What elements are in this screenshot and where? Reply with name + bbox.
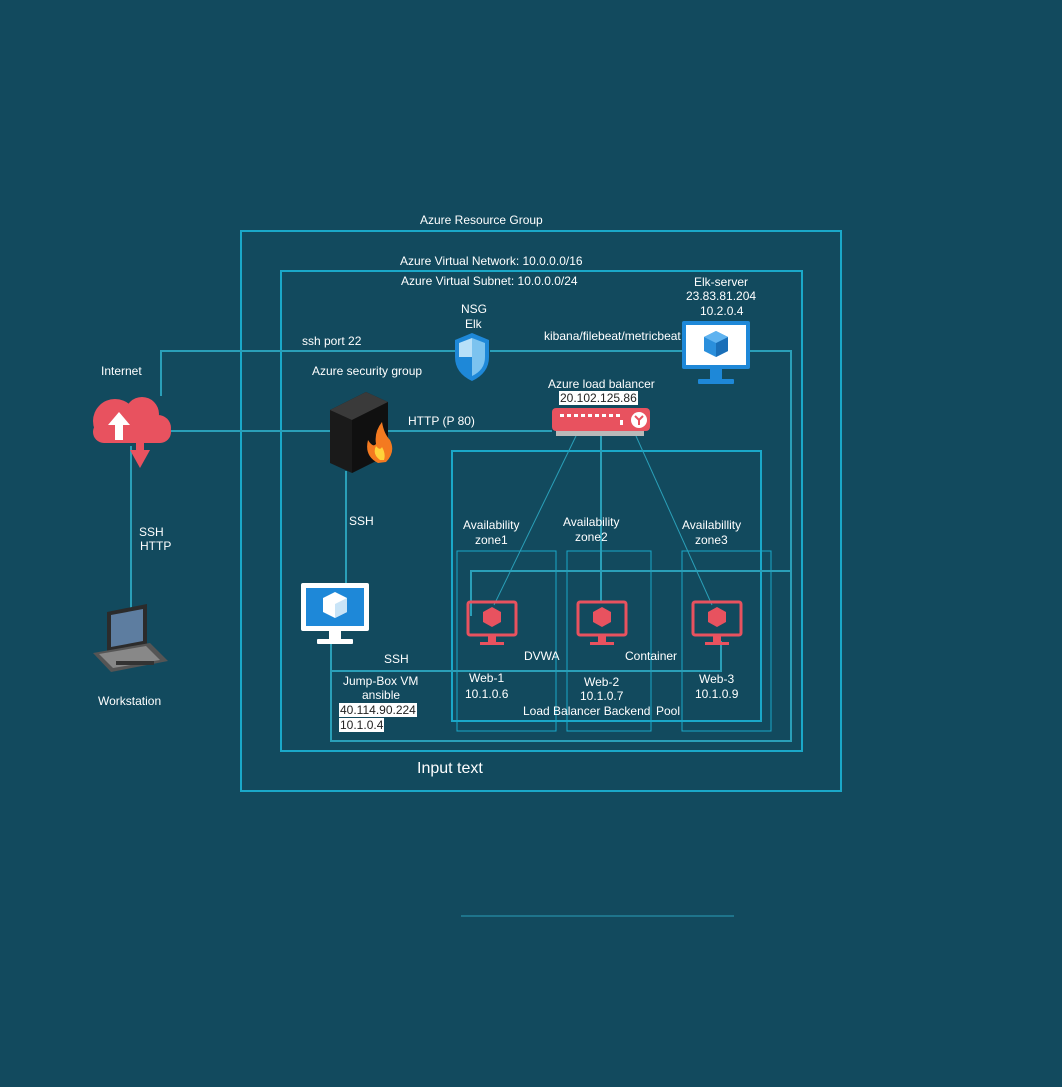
web1-vm-icon — [466, 600, 518, 645]
zone3-label-line2: zone3 — [695, 533, 728, 547]
workstation-link-ssh: SSH — [139, 525, 164, 539]
backend-label: Load Balancer Backend — [523, 704, 651, 718]
pool-label: Pool — [656, 704, 681, 718]
zone2-box — [566, 550, 652, 732]
nsg-elk-label: Elk — [465, 317, 482, 331]
backend-pool-box — [451, 450, 762, 722]
nsg-label: NSG — [461, 302, 488, 316]
jumpbox-private-ip-text: 10.1.0.4 — [339, 718, 385, 732]
elk-server-name: Elk-server — [694, 275, 749, 289]
workstation-link-http: HTTP — [140, 539, 172, 553]
jumpbox-name: Jump-Box VM — [343, 674, 419, 688]
load-balancer-icon — [552, 408, 650, 436]
resource-group-box — [240, 230, 842, 792]
load-balancer-ip-text: 20.102.125.86 — [559, 391, 638, 405]
http-port-label: HTTP (P 80) — [408, 414, 475, 428]
jumpbox-ssh-in-label: SSH — [349, 514, 374, 528]
firewall-icon — [330, 392, 393, 473]
load-balancer-label: Azure load balancer — [548, 377, 655, 391]
virtual-network-box — [280, 270, 803, 752]
web2-name: Web-2 — [584, 675, 620, 689]
resource-group-label: Azure Resource Group — [420, 213, 543, 227]
zone-connector-line — [470, 570, 791, 616]
workstation-icon — [93, 604, 168, 672]
ssh-port-label: ssh port 22 — [302, 334, 362, 348]
virtual-network-label: Azure Virtual Network: 10.0.0.0/16 — [400, 254, 583, 268]
web1-ip: 10.1.0.6 — [465, 687, 509, 701]
web3-vm-icon — [691, 600, 743, 645]
virtual-subnet-label: Azure Virtual Subnet: 10.0.0.0/24 — [401, 274, 578, 288]
internet-label: Internet — [101, 364, 142, 378]
jumpbox-ssh-out-label: SSH — [384, 652, 409, 666]
zone2-label-line1: Availability — [563, 515, 620, 529]
jumpbox-private-ip: 10.1.0.4 — [339, 718, 385, 733]
ssh-link-line — [160, 350, 457, 396]
cloud-upload-icon — [93, 397, 171, 468]
jumpbox-role: ansible — [362, 688, 401, 702]
web2-vm-icon — [576, 600, 628, 645]
web2-ip: 10.1.0.7 — [580, 689, 624, 703]
zone3-label-line1: Availabillity — [682, 518, 742, 532]
jumpbox-public-ip-text: 40.114.90.224 — [339, 703, 417, 717]
elk-pool-link-line — [330, 350, 792, 742]
zone2-label-line2: zone2 — [575, 530, 608, 544]
elk-link-label: kibana/filebeat/metricbeat — [544, 329, 681, 343]
shield-icon — [455, 333, 489, 381]
elk-server-private-ip: 10.2.0.4 — [700, 304, 744, 318]
jumpbox-monitor-icon — [301, 583, 369, 644]
security-group-label: Azure security group — [312, 364, 423, 378]
vm-monitor-icon — [682, 321, 750, 384]
elk-server-public-ip: 23.83.81.204 — [686, 289, 757, 303]
load-balancer-ip: 20.102.125.86 — [559, 391, 638, 406]
jumpbox-web-ssh-line — [330, 641, 722, 672]
workstation-label: Workstation — [98, 694, 162, 708]
zone1-box — [456, 550, 557, 732]
web1-name: Web-1 — [469, 671, 505, 685]
dvwa-label: DVWA — [524, 649, 560, 663]
container-label: Container — [625, 649, 678, 663]
zone1-label-line1: Availability — [463, 518, 520, 532]
jumpbox-public-ip: 40.114.90.224 — [339, 703, 417, 718]
zone1-label-line2: zone1 — [475, 533, 508, 547]
web3-name: Web-3 — [699, 672, 735, 686]
web3-ip: 10.1.0.9 — [695, 687, 739, 701]
zone3-box — [681, 550, 772, 732]
lb-web3-line — [635, 435, 713, 606]
lb-web1-line — [493, 435, 577, 606]
input-text-label: Input text — [417, 760, 483, 777]
